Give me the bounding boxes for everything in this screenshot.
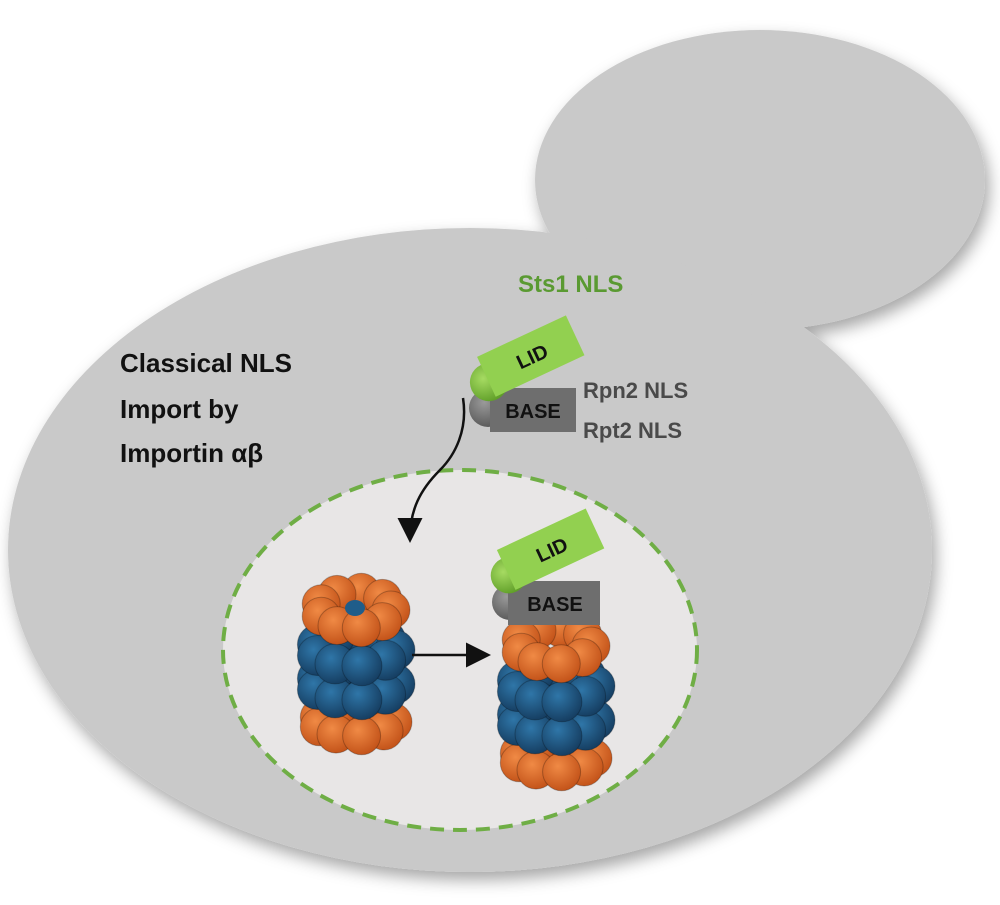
alpha-ring-top: [301, 572, 411, 648]
cytoplasmic-proteasome-regulator: BASE LID: [469, 315, 585, 432]
import-arrow: [397, 397, 466, 543]
nuclear-proteasome-regulator: BASE LID: [490, 508, 605, 625]
core-particle-left: [296, 572, 416, 756]
core-particle-right: [496, 608, 616, 792]
alpha-ring-bottom-subunit: [342, 716, 382, 756]
import-title-line-1: Classical NLS: [120, 348, 292, 378]
base-label-nuclear: BASE: [527, 594, 583, 616]
alpha-ring-top-pore: [345, 600, 365, 616]
beta-ring-upper-subunit: [541, 681, 583, 723]
base-label: BASE: [505, 401, 561, 423]
base-block: [490, 388, 576, 432]
import-title-line-2: Import by: [120, 394, 239, 424]
alpha-ring-top-subunit: [541, 644, 581, 684]
lid-block: [477, 315, 585, 397]
beta-ring-upper-subunit: [341, 645, 383, 687]
rpn2-nls-label: Rpn2 NLS: [583, 378, 688, 403]
lid-block-nuclear: [496, 508, 605, 590]
base-block-nuclear: [508, 581, 600, 625]
import-title: Classical NLS Import by Importin αβ: [120, 348, 299, 468]
nucleus: [221, 468, 699, 832]
import-title-line-3: Importin αβ: [120, 438, 263, 468]
alpha-ring-top-subunit: [341, 608, 381, 648]
lid-block-group: LID: [469, 315, 585, 402]
lid-block-group-nuclear: LID: [490, 508, 605, 594]
alpha-ring-bottom-subunit: [542, 752, 582, 792]
sts1-nls-label: Sts1 NLS: [518, 271, 623, 298]
rpt2-nls-label: Rpt2 NLS: [583, 418, 682, 443]
